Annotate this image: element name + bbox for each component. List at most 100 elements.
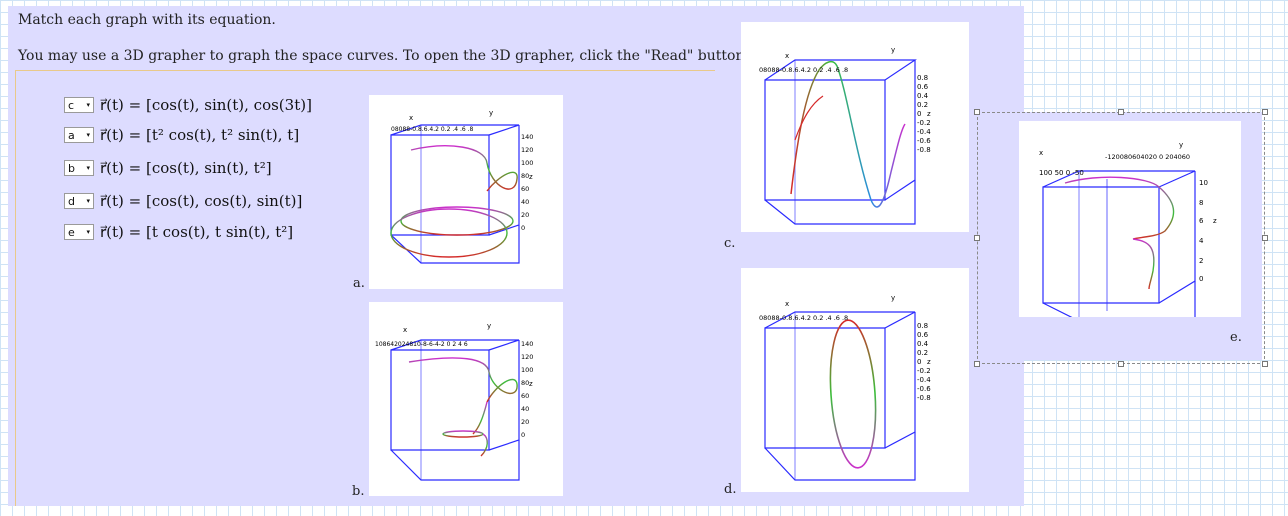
graph-e-label: e. [1230,330,1242,345]
z-axis-label: z [927,358,931,366]
dropdown-value: a [68,128,75,142]
y-axis-label: y [489,109,493,117]
equation-4: r⃗(t) = [cos(t), cos(t), sin(t)] [100,192,303,210]
graph-d: 0.8 0.6 0.4 0.2 0 -0.2 -0.4 -0.6 -0.8 z … [741,268,969,492]
top-tick-labels: 108642024810-8-6-4-2 0 2 4 6 [375,341,468,348]
resize-handle-w[interactable] [974,235,980,241]
z-tick: 40 [521,198,529,206]
z-tick: 120 [521,146,533,154]
z-tick: 0.2 [917,101,928,109]
resize-handle-sw[interactable] [974,361,980,367]
z-tick: 20 [521,418,529,426]
z-tick: 0.4 [917,92,929,100]
top-tick-labels: 08088-0.8.6.4.2 0.2 .4 .6 .8 [759,66,848,74]
answer-dropdown-4[interactable]: d▾ [64,193,94,209]
image-selection-box[interactable] [977,112,1265,364]
z-tick: -0.2 [917,367,931,375]
z-axis-label: z [529,173,533,181]
z-tick: 140 [521,133,533,141]
equation-1: r⃗(t) = [cos(t), sin(t), cos(3t)] [100,96,312,114]
answer-dropdown-2[interactable]: a▾ [64,127,94,143]
z-tick: 80 [521,172,529,180]
z-tick: 6 [1199,217,1204,225]
chevron-down-icon: ▾ [86,131,90,139]
z-tick: 0.4 [917,340,929,348]
resize-handle-n[interactable] [1118,109,1124,115]
z-tick: 0.8 [917,322,928,330]
top-tick-labels: 08088-0.8.6.4.2 0.2 .4 .6 .8 [391,126,473,133]
graph-a-plot: 140 120 100 80 60 40 20 0 z 08088-0.8.6.… [390,109,533,264]
y-axis-label: y [487,322,491,330]
y-axis-label: y [1179,141,1183,149]
answer-area-border [15,70,16,506]
answer-dropdown-1[interactable]: c▾ [64,97,94,113]
x-axis-label: x [1039,149,1043,157]
z-tick: 20 [521,211,529,219]
graph-c-plot: 0.8 0.6 0.4 0.2 0 -0.2 -0.4 -0.6 -0.8 z … [759,46,931,225]
answer-dropdown-5[interactable]: e▾ [64,224,94,240]
z-tick: -0.4 [917,128,931,136]
dropdown-value: d [68,194,75,208]
top-tick-labels: -120080604020 0 204060 [1105,153,1190,161]
equation-5: r⃗(t) = [t cos(t), t sin(t), t²] [100,223,294,241]
graph-c: 0.8 0.6 0.4 0.2 0 -0.2 -0.4 -0.6 -0.8 z … [741,22,969,232]
z-axis-label: z [529,380,533,388]
resize-handle-se[interactable] [1262,361,1268,367]
chevron-down-icon: ▾ [86,228,90,236]
chevron-down-icon: ▾ [86,197,90,205]
x-axis-label: x [409,114,413,122]
graph-b-label: b. [352,484,365,499]
grapher-note: You may use a 3D grapher to graph the sp… [18,48,794,64]
dropdown-value: e [68,225,75,239]
z-tick: 100 [521,366,533,374]
graph-a-label: a. [353,276,365,291]
z-tick: 100 [521,159,533,167]
z-tick: 60 [521,185,529,193]
z-tick: 8 [1199,199,1203,207]
z-tick: 4 [1199,237,1204,245]
z-tick: 10 [1199,179,1208,187]
x-axis-label: x [785,52,789,60]
z-tick: 40 [521,405,529,413]
z-tick: -0.4 [917,376,931,384]
z-tick: 2 [1199,257,1203,265]
z-tick: 0 [521,224,525,232]
match-row-1: c▾ r⃗(t) = [cos(t), sin(t), cos(3t)] [64,95,312,115]
instruction-text: Match each graph with its equation. [18,12,276,28]
match-row-5: e▾ r⃗(t) = [t cos(t), t sin(t), t²] [64,222,293,242]
answer-dropdown-3[interactable]: b▾ [64,160,94,176]
resize-handle-e[interactable] [1262,235,1268,241]
z-tick: 0.2 [917,349,928,357]
dropdown-value: b [68,161,75,175]
z-tick: -0.6 [917,385,931,393]
graph-d-plot: 0.8 0.6 0.4 0.2 0 -0.2 -0.4 -0.6 -0.8 z … [759,294,931,481]
z-tick: 60 [521,392,529,400]
graph-e-plot: 10 8 6 4 2 0 z 100 50 0 -50 -12008060402… [1039,141,1217,322]
z-tick: 0 [1199,275,1203,283]
resize-handle-ne[interactable] [1262,109,1268,115]
match-row-3: b▾ r⃗(t) = [cos(t), sin(t), t²] [64,158,272,178]
top-tick-labels: 08088-0.8.6.4.2 0.2 .4 .6 .8 [759,314,848,322]
z-tick: 140 [521,340,533,348]
graph-b-plot: 140 120 100 80 60 40 20 0 z 108642024810… [375,322,533,481]
divider-line [15,70,715,71]
z-axis-label: z [927,110,931,118]
chevron-down-icon: ▾ [86,164,90,172]
z-tick: 0.8 [917,74,928,82]
z-tick: 80 [521,379,529,387]
z-tick: 0 [521,431,525,439]
resize-handle-nw[interactable] [974,109,980,115]
equation-3: r⃗(t) = [cos(t), sin(t), t²] [100,159,272,177]
chevron-down-icon: ▾ [86,101,90,109]
match-row-4: d▾ r⃗(t) = [cos(t), cos(t), sin(t)] [64,191,302,211]
z-tick: 0 [917,358,921,366]
z-tick: 0 [917,110,921,118]
graph-e[interactable]: 10 8 6 4 2 0 z 100 50 0 -50 -12008060402… [1019,121,1241,322]
z-tick: -0.8 [917,394,931,402]
z-tick: 120 [521,353,533,361]
y-axis-label: y [891,294,895,302]
z-tick: -0.2 [917,119,931,127]
z-axis-label: z [1213,217,1217,225]
graph-c-label: c. [724,236,736,251]
resize-handle-s[interactable] [1118,361,1124,367]
